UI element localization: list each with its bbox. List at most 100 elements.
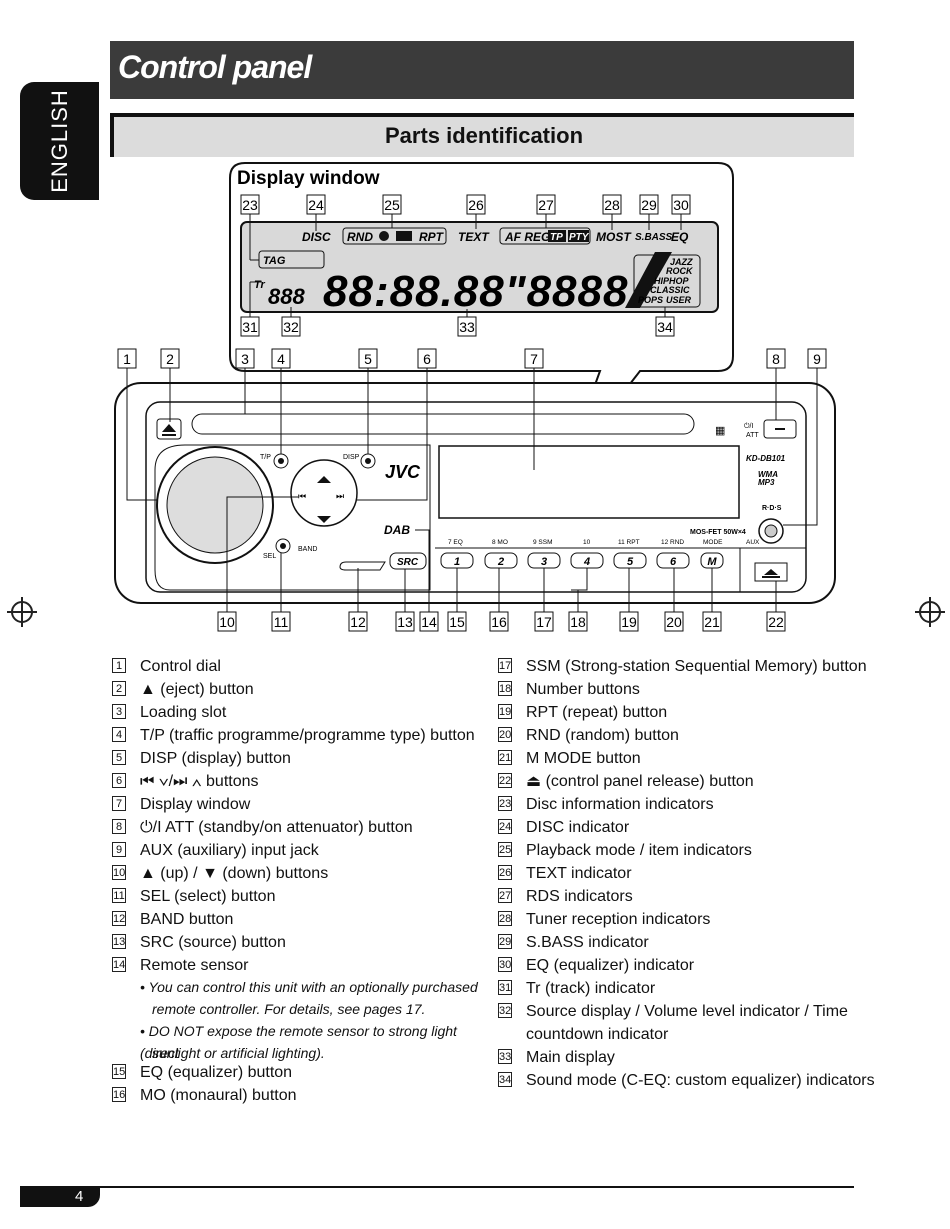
prev-icon: ⏮ (298, 491, 306, 501)
lcd-most: MOST (596, 230, 632, 244)
lcd-rpt: RPT (419, 230, 445, 244)
callout-15: 15 (449, 614, 465, 630)
callout-17: 17 (536, 614, 552, 630)
mode-label: MODE (703, 539, 723, 546)
callout-30: 30 (673, 197, 689, 213)
model-label: KD-DB101 (746, 454, 786, 463)
section-header: Parts identification (110, 113, 854, 157)
mp3-label: MP3 (758, 478, 775, 487)
callout-25: 25 (384, 197, 400, 213)
callout-9: 9 (813, 351, 821, 367)
callout-28: 28 (604, 197, 620, 213)
src-button (389, 552, 427, 570)
callout-27: 27 (538, 197, 554, 213)
lcd-mode-jazz: JAZZ (670, 257, 693, 267)
page-number-tab: 4 (20, 1188, 100, 1207)
callout-2: 2 (166, 351, 174, 367)
down-icon (317, 516, 331, 523)
preset-button-5 (613, 552, 647, 569)
svg-text:4: 4 (583, 556, 590, 568)
loading-slot (191, 413, 695, 435)
diagram: Display window DISC RND RPT TEXT AF REG … (114, 162, 836, 632)
preset-label-12: 12 RND (661, 539, 684, 546)
registration-mark-right (915, 597, 945, 627)
callout-11: 11 (274, 614, 289, 630)
note-line: sunlight or artificial lighting). (152, 1045, 325, 1061)
att-label: ATT (746, 432, 759, 439)
callout-19: 19 (621, 614, 637, 630)
callout-20: 20 (666, 614, 682, 630)
callout-3: 3 (241, 351, 249, 367)
callout-31: 31 (242, 319, 258, 335)
nav-cluster (290, 459, 358, 527)
m-label: M (707, 556, 717, 568)
lcd-rnd: RND (347, 230, 373, 244)
svg-text:3: 3 (541, 556, 547, 568)
preset-label-8: 8 MO (492, 539, 508, 546)
callout-8: 8 (772, 351, 780, 367)
band-button (339, 561, 386, 571)
disc-icon (379, 231, 389, 241)
preset-label-11: 11 RPT (618, 539, 640, 546)
display-window-title: Display window (237, 168, 380, 189)
lcd-mode-hiphop: HIPHOP (654, 276, 690, 286)
disp-label: DISP (343, 454, 360, 461)
wma-label: WMA (758, 470, 778, 479)
svg-text:5: 5 (627, 556, 634, 568)
section-title: Parts identification (384, 123, 584, 148)
callout-16: 16 (491, 614, 507, 630)
folder-icon (396, 231, 412, 241)
callout-21: 21 (704, 614, 720, 630)
callout-33: 33 (459, 319, 475, 335)
footer-rule (20, 1186, 854, 1188)
display-window (438, 445, 740, 519)
language-tab: ENGLISH (20, 82, 99, 200)
lcd-af-reg: AF REG (504, 230, 550, 244)
aux-label: AUX (746, 539, 760, 546)
lcd-disc: DISC (302, 230, 331, 244)
page-title: Control panel (118, 49, 312, 85)
callout-12: 12 (350, 614, 366, 630)
callout-10: 10 (219, 614, 235, 630)
lcd-pty: PTY (569, 232, 590, 243)
lcd-tr: Tr (254, 279, 266, 291)
cd-logo: ▦ (715, 425, 725, 437)
dab-label: DAB (384, 523, 410, 537)
title-bar: Control panel (110, 41, 854, 99)
lcd-slash (625, 252, 672, 308)
lcd-mode-classic: CLASSIC (650, 285, 690, 295)
lcd-eq: EQ (671, 230, 689, 244)
callout-14: 14 (421, 614, 437, 630)
callout-18: 18 (570, 614, 586, 630)
page-number: 4 (75, 1188, 84, 1205)
release-icon (762, 569, 780, 578)
rds-label: R·D·S (762, 505, 782, 512)
callout-32: 32 (283, 319, 299, 335)
preset-button-6 (656, 552, 690, 569)
brand-label: JVC (385, 462, 421, 482)
preset-label-10: 10 (583, 539, 591, 546)
up-icon (317, 476, 331, 483)
note-line: remote controller. For details, see page… (152, 1001, 426, 1017)
callout-22: 22 (768, 614, 784, 630)
registration-mark-left (7, 597, 37, 627)
eject-icon (162, 424, 176, 436)
lcd-tp: TP (550, 232, 563, 243)
tp-label: T/P (260, 454, 271, 461)
lcd-tag: TAG (263, 255, 286, 267)
svg-text:2: 2 (497, 556, 504, 568)
src-label: SRC (397, 557, 419, 568)
band-label: BAND (298, 546, 317, 553)
callout-7: 7 (530, 351, 538, 367)
power-label: ⏻/I (744, 422, 753, 430)
preset-label-7: 7 EQ (448, 539, 463, 546)
lcd-mode-rock: ROCK (666, 266, 694, 276)
note-line: • DO NOT expose the remote sensor to str… (140, 1023, 457, 1061)
note-line: • You can control this unit with an opti… (140, 979, 478, 995)
lcd-text: TEXT (458, 230, 490, 244)
mosfet-label: MOS-FET 50W×4 (690, 529, 746, 536)
sel-label: SEL (263, 553, 276, 560)
lcd-main-digits: 88:88.88"8888 (323, 267, 628, 316)
